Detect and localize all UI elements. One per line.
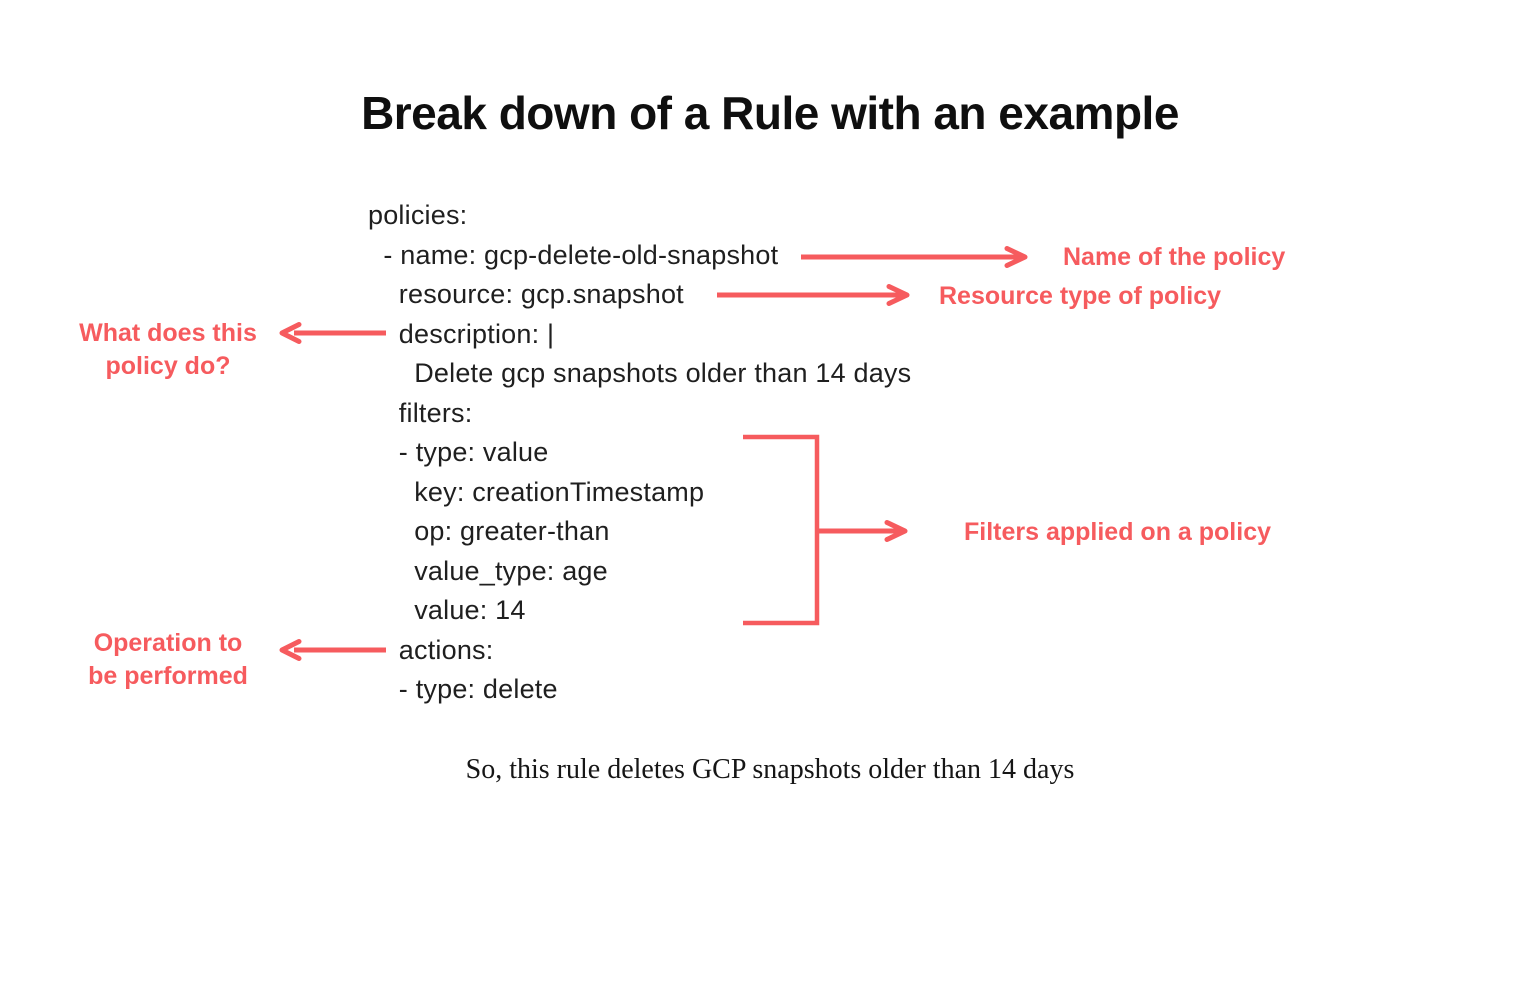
arrow-right-icon [801,246,1028,268]
code-line-description-text: Delete gcp snapshots older than 14 days [368,358,912,388]
filters-bracket [743,434,820,626]
arrow-left-icon [279,322,386,344]
yaml-code-block: policies: - name: gcp-delete-old-snapsho… [368,196,911,710]
description-annotation: What does this policy do? [60,317,276,383]
arrow-right-icon [817,520,908,542]
arrow-left-icon [279,639,386,661]
code-line-actions: actions: [368,634,494,665]
filters-annotation: Filters applied on a policy [964,518,1272,546]
code-line-policies: policies: [368,200,468,230]
resource-annotation: Resource type of policy [939,282,1222,310]
code-line-filter-key: key: creationTimestamp [368,476,705,507]
description-annotation-line2: policy do? [105,352,231,380]
code-line-filter-value-type: value_type: age [368,555,608,586]
code-line-resource: resource: gcp.snapshot [368,279,684,309]
arrow-right-icon [717,284,910,306]
actions-annotation-line1: Operation to [93,629,243,657]
page-title: Break down of a Rule with an example [361,87,1179,139]
code-line-filter-value: value: 14 [368,595,526,625]
code-line-filter-op: op: greater-than [368,516,610,546]
code-line-filter-type: - type: value [368,437,549,467]
code-line-filters: filters: [368,397,473,428]
name-annotation: Name of the policy [1063,243,1286,271]
summary-caption: So, this rule deletes GCP snapshots olde… [465,754,1075,785]
description-annotation-line1: What does this [79,319,257,347]
actions-annotation-line2: be performed [88,662,248,690]
code-line-action-type: - type: delete [368,674,558,704]
code-line-name: - name: gcp-delete-old-snapshot [368,239,779,270]
code-line-description: description: | [368,318,555,349]
actions-annotation: Operation to be performed [60,627,276,693]
